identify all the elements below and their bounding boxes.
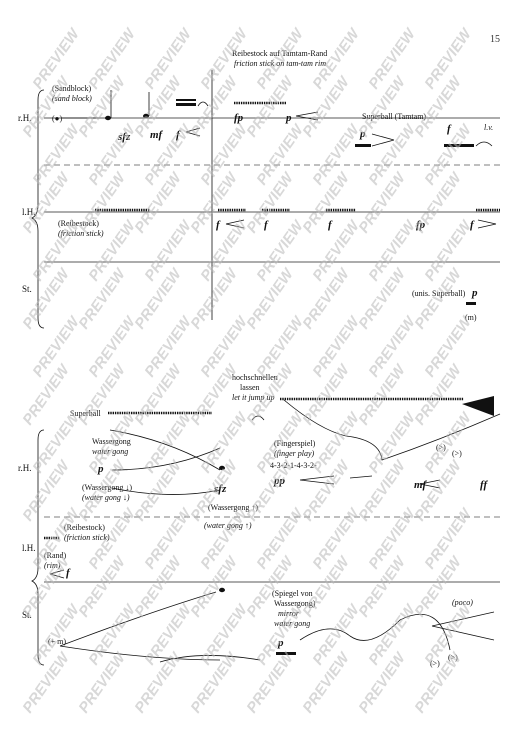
lv-label: l.v. — [484, 123, 493, 132]
superball-label: Superball — [70, 409, 101, 418]
staff-label-lh-2: l.H. — [22, 543, 36, 553]
note-head — [219, 465, 225, 471]
system-brace — [31, 89, 45, 329]
connector-curves — [109, 429, 221, 495]
mirror-label-2: water gong — [274, 619, 310, 628]
dyn-p-st-2: p — [277, 637, 284, 649]
water-gong-paren-label: (water gong ↓) — [82, 493, 130, 502]
system-brace — [31, 429, 45, 666]
dyn-f-lh4: f — [470, 219, 475, 231]
page-number: 15 — [490, 34, 500, 45]
fermata — [197, 101, 209, 107]
crescendo — [431, 611, 495, 641]
dyn-mf-2: mf — [414, 479, 428, 491]
beam — [176, 103, 196, 106]
tamtam-rand-label: Reibestock auf Tamtam-Rand — [232, 49, 327, 58]
dyn-ff-2: ff — [480, 479, 488, 491]
staff-label-rh-2: r.H. — [18, 463, 32, 473]
note-head — [219, 587, 225, 593]
contour-line — [299, 613, 451, 651]
dyn-f-lh2: f — [264, 219, 269, 231]
rand-label: (Rand) — [44, 551, 67, 560]
sandblock-label: (Sandblock) — [52, 84, 91, 93]
dyn-f-lh3: f — [328, 219, 333, 231]
dyn-f-lh: f — [216, 219, 221, 231]
crescendo — [225, 219, 245, 229]
spiegel-label-2: Wassergong) — [274, 599, 316, 608]
crescendo — [295, 111, 319, 121]
sandblock-label-it: (sand block) — [52, 94, 92, 103]
decrescendo — [477, 219, 497, 229]
fingerspiel-label: (Fingerspiel) — [274, 439, 316, 448]
reibestock-label-it: (friction stick) — [58, 229, 104, 238]
fingering-label: 4-3-2-1-4-3-2- — [270, 461, 317, 470]
system-1: r.H. l.H. St. (Sandblock) (sand block) R… — [18, 49, 500, 329]
staff-label-lh: l.H. — [22, 207, 36, 217]
rim-label: (rim) — [44, 561, 61, 570]
accent-label-3: (>) — [430, 659, 440, 668]
contour-line — [283, 399, 501, 461]
note-bar — [276, 652, 296, 655]
reibestock-label-2: (Reibestock) — [64, 523, 105, 532]
m-plus-label: (+ m) — [48, 637, 66, 646]
finger-play-label: (finger play) — [274, 449, 315, 458]
tamtam-rand-label-it: friction stick on tam-tam rim — [234, 59, 326, 68]
staff-label-st-2: St. — [22, 610, 32, 620]
staff-label-st: St. — [22, 284, 32, 294]
unis-superball-label: (unis. Superball) — [412, 289, 466, 298]
dyn-f: f — [176, 129, 181, 141]
staff-label-rh: r.H. — [18, 113, 32, 123]
dyn-f-lh-2: f — [66, 567, 71, 579]
crescendo — [185, 127, 201, 137]
note-bar — [466, 302, 476, 305]
dyn-p: p — [285, 112, 292, 124]
note-head — [105, 115, 111, 121]
system-2: r.H. l.H. St. hochschnellen lassen let i… — [18, 373, 501, 668]
hochschnellen-label: hochschnellen — [232, 373, 278, 382]
decrescendo — [371, 133, 395, 147]
spiegel-label: (Spiegel von — [272, 589, 313, 598]
water-gong-up-label: (water gong ↑) — [204, 521, 252, 530]
crescendo-wedge — [462, 396, 494, 416]
poco-label: (poco) — [452, 598, 473, 607]
m-paren-label: (m) — [465, 313, 477, 322]
mirror-label: mirror — [278, 609, 300, 618]
dyn-f-2: f — [447, 123, 452, 135]
lassen-label: lassen — [240, 383, 260, 392]
fermata — [251, 415, 265, 421]
wassergong-paren-label: (Wassergong ↓) — [82, 483, 132, 492]
dyn-fp: fp — [234, 112, 244, 124]
dyn-p-st: p — [471, 287, 478, 299]
water-gong-label: water gong — [92, 447, 128, 456]
superball-tamtam-label: Superball (Tamtam) — [362, 112, 426, 121]
reibestock-label: (Reibestock) — [58, 219, 99, 228]
note-head — [143, 113, 149, 119]
dyn-p-2: p — [97, 463, 104, 475]
dyn-p-superball: p — [359, 128, 366, 140]
note-bar — [444, 144, 474, 147]
beam — [176, 99, 196, 101]
friction-stick-label-2: (friction stick) — [64, 533, 110, 542]
dyn-mf: mf — [150, 129, 164, 141]
hairpins — [299, 475, 441, 489]
crescendo — [49, 569, 65, 579]
connector-curves — [59, 591, 261, 663]
dyn-fp-lh: fp — [416, 219, 426, 231]
accent-label-4: (>) — [448, 653, 458, 662]
let-it-jump-label: let it jump up — [232, 393, 274, 402]
accent-label-1: (>) — [436, 443, 446, 452]
paren-note: (●) — [52, 114, 62, 123]
dyn-sfz: sfz — [117, 131, 131, 143]
wassergong-label: Wassergong — [92, 437, 131, 446]
dyn-pp-2: pp — [273, 475, 286, 487]
wassergong-up-label: (Wassergong ↑) — [208, 503, 258, 512]
note-bar — [355, 144, 371, 147]
accent-label-2: (>) — [452, 449, 462, 458]
dyn-sfz-2: sfz — [213, 483, 227, 495]
let-vibrate-arc — [475, 141, 493, 147]
